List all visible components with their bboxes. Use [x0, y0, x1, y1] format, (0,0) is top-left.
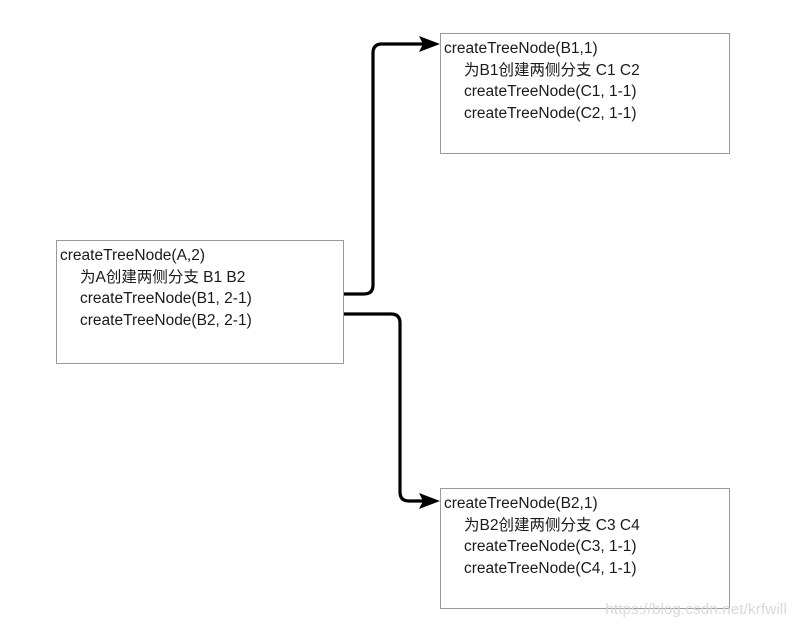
code-line: 为B1创建两侧分支 C1 C2	[464, 61, 640, 79]
code-line: createTreeNode(C1, 1-1)	[464, 83, 637, 100]
code-line: createTreeNode(A,2)	[60, 247, 206, 264]
edge-arrowhead-b2	[419, 493, 440, 509]
watermark-text: https://blog.csdn.net/krfwill	[605, 601, 787, 618]
code-line: createTreeNode(B1,1)	[444, 40, 598, 57]
code-line: createTreeNode(B2,1)	[444, 495, 598, 512]
code-line: createTreeNode(C3, 1-1)	[464, 538, 637, 555]
createTreeNode-B2-lines: createTreeNode(B2,1) 为B2创建两侧分支 C3 C4 cre…	[444, 493, 727, 579]
createTreeNode-B1-lines: createTreeNode(B1,1) 为B1创建两侧分支 C1 C2 cre…	[444, 38, 727, 124]
createTreeNode-A-lines: createTreeNode(A,2) 为A创建两侧分支 B1 B2 creat…	[60, 245, 341, 331]
code-line: createTreeNode(C4, 1-1)	[464, 559, 637, 577]
createTreeNode-B2-box: createTreeNode(B2,1) 为B2创建两侧分支 C3 C4 cre…	[440, 488, 730, 609]
code-line: createTreeNode(C2, 1-1)	[464, 104, 637, 122]
edge-arrowhead-b1	[419, 36, 440, 52]
createTreeNode-B1-box: createTreeNode(B1,1) 为B1创建两侧分支 C1 C2 cre…	[440, 33, 730, 154]
code-line: 为B2创建两侧分支 C3 C4	[464, 516, 640, 534]
createTreeNode-A-box: createTreeNode(A,2) 为A创建两侧分支 B1 B2 creat…	[56, 240, 344, 364]
code-line: 为A创建两侧分支 B1 B2	[80, 268, 246, 286]
code-line: createTreeNode(B2, 2-1)	[80, 311, 252, 329]
code-line: createTreeNode(B1, 2-1)	[80, 290, 252, 307]
